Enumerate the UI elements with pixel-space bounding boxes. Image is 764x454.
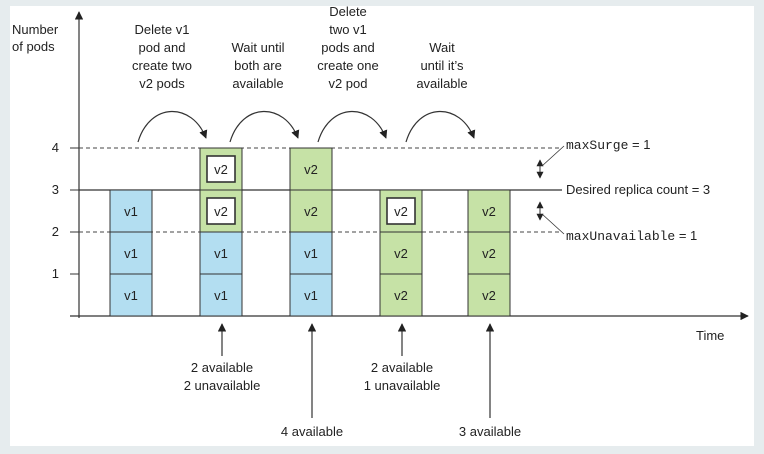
max-surge-leader [541, 145, 565, 167]
step-4-line-1: Wait [429, 40, 455, 55]
pod-unavailable-box [206, 197, 236, 225]
pod-cell [109, 273, 153, 317]
pod-unavailable-box [386, 197, 416, 225]
y-tick-label-3: 3 [52, 182, 59, 197]
pod-label: v1 [304, 246, 318, 261]
y-axis-title-line-1: Number [12, 22, 59, 37]
status-note-3-line-1: 2 available [371, 360, 433, 375]
step-3-line-3: pods and [321, 40, 375, 55]
pod-cell [289, 147, 333, 191]
status-note-1-line-2: 2 unavailable [184, 378, 261, 393]
step-2-line-1: Wait until [232, 40, 285, 55]
step-1-line-2: pod and [139, 40, 186, 55]
pod-stacks: v1 v1 v1 v1 v1 v2 v2 v1 v1 v2 v2 v2 v2 v2 v2 v2 v2 [109, 147, 511, 317]
transition-arrow-3 [317, 110, 388, 143]
status-note-1-line-1: 2 available [191, 360, 253, 375]
pod-cell [289, 273, 333, 317]
status-note-3-line-2: 1 unavailable [364, 378, 441, 393]
step-2-line-3: available [232, 76, 283, 91]
pod-label: v2 [482, 204, 496, 219]
transition-arrow-2 [229, 110, 300, 143]
pod-label: v1 [214, 288, 228, 303]
pod-label: v2 [214, 162, 228, 177]
step-3-line-4: create one [317, 58, 378, 73]
y-tick-label-1: 1 [52, 266, 59, 281]
pod-unavailable-box [206, 155, 236, 183]
step-1-line-4: v2 pods [139, 76, 185, 91]
max-unavailable-key: maxUnavailable [566, 229, 675, 244]
x-axis-label: Time [696, 328, 724, 343]
desired-replica-annotation: Desired replica count = 3 [566, 182, 710, 197]
pod-cell [289, 231, 333, 275]
pod-cell [467, 231, 511, 275]
max-surge-value: = 1 [628, 137, 650, 152]
step-2-line-2: both are [234, 58, 282, 73]
pod-label: v2 [482, 288, 496, 303]
pod-cell [109, 189, 153, 233]
step-4-line-2: until it’s [420, 58, 464, 73]
pod-label: v2 [394, 288, 408, 303]
diagram-svg: Number of pods 1 2 3 4 maxSurge = 1 Desi… [12, 4, 749, 439]
transition-arrow-1 [137, 110, 208, 143]
pod-label: v2 [304, 162, 318, 177]
pod-label: v1 [124, 288, 138, 303]
status-note-4-line-1: 3 available [459, 424, 521, 439]
pod-label: v2 [394, 246, 408, 261]
pod-label: v1 [124, 204, 138, 219]
step-1-line-3: create two [132, 58, 192, 73]
max-unavailable-annotation: maxUnavailable = 1 [566, 228, 697, 244]
pod-label: v2 [394, 204, 408, 219]
step-3-line-1: Delete [329, 6, 367, 19]
step-4-line-3: available [416, 76, 467, 91]
step-3-line-5: v2 pod [328, 76, 367, 91]
max-surge-annotation: maxSurge = 1 [566, 137, 650, 153]
status-note-2-line-1: 4 available [281, 424, 343, 439]
y-axis-title-line-2: of pods [12, 39, 55, 54]
pod-label: v2 [482, 246, 496, 261]
pod-label: v2 [214, 204, 228, 219]
y-tick-label-4: 4 [52, 140, 59, 155]
max-surge-key: maxSurge [566, 138, 628, 153]
max-unavailable-leader [541, 213, 565, 235]
pod-cell [289, 189, 333, 233]
pod-cell [109, 231, 153, 275]
step-3-line-2: two v1 [329, 22, 367, 37]
pod-label: v2 [304, 204, 318, 219]
pod-cell [199, 273, 243, 317]
step-1-line-1: Delete v1 [135, 22, 190, 37]
pod-label: v1 [124, 246, 138, 261]
pod-label: v1 [304, 288, 318, 303]
max-unavailable-value: = 1 [675, 228, 697, 243]
pod-label: v1 [214, 246, 228, 261]
rolling-update-diagram: Number of pods 1 2 3 4 maxSurge = 1 Desi… [10, 4, 754, 446]
y-tick-label-2: 2 [52, 224, 59, 239]
pod-cell [379, 273, 423, 317]
pod-cell [467, 189, 511, 233]
transition-arrow-4 [405, 110, 476, 143]
